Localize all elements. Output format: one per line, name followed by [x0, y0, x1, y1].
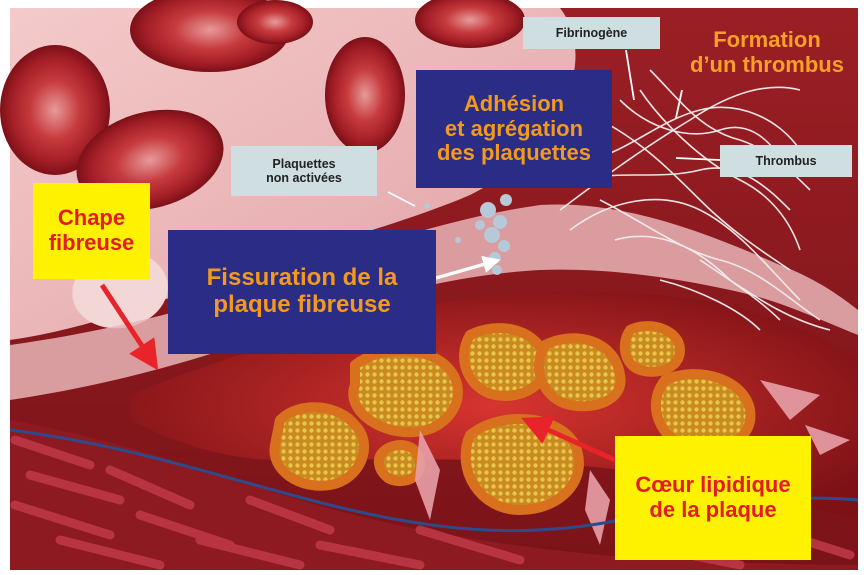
- lipid-core-line1: Cœur lipidique: [635, 473, 790, 498]
- inactive-platelets-label: Plaquettes non activées: [231, 146, 377, 196]
- inactive-platelets-line2: non activées: [266, 171, 342, 185]
- thrombus-formation-label: Formation d’un thrombus: [682, 18, 852, 88]
- platelet-adhesion-line1: Adhésion: [464, 92, 564, 117]
- lipid-core-label: Cœur lipidique de la plaque: [615, 436, 811, 560]
- fissure-label: Fissuration de la plaque fibreuse: [168, 230, 436, 354]
- thrombus-formation-line1: Formation: [713, 28, 821, 53]
- thrombus-label-text: Thrombus: [755, 154, 816, 168]
- thrombus-label: Thrombus: [720, 145, 852, 177]
- fibrous-cap-line1: Chape: [58, 206, 125, 231]
- platelet-adhesion-line2: et agrégation: [445, 117, 583, 142]
- thrombus-formation-line2: d’un thrombus: [690, 53, 844, 78]
- fissure-line1: Fissuration de la: [207, 265, 398, 292]
- fibrinogen-label-text: Fibrinogène: [556, 26, 628, 40]
- inactive-platelets-line1: Plaquettes: [272, 157, 335, 171]
- fibrinogen-label: Fibrinogène: [523, 17, 660, 49]
- platelet-adhesion-line3: des plaquettes: [437, 141, 591, 166]
- fibrous-cap-line2: fibreuse: [49, 231, 135, 256]
- fissure-line2: plaque fibreuse: [213, 292, 390, 319]
- lipid-core-line2: de la plaque: [649, 498, 776, 523]
- fibrous-cap-label: Chape fibreuse: [33, 183, 150, 279]
- platelet-adhesion-label: Adhésion et agrégation des plaquettes: [416, 70, 612, 188]
